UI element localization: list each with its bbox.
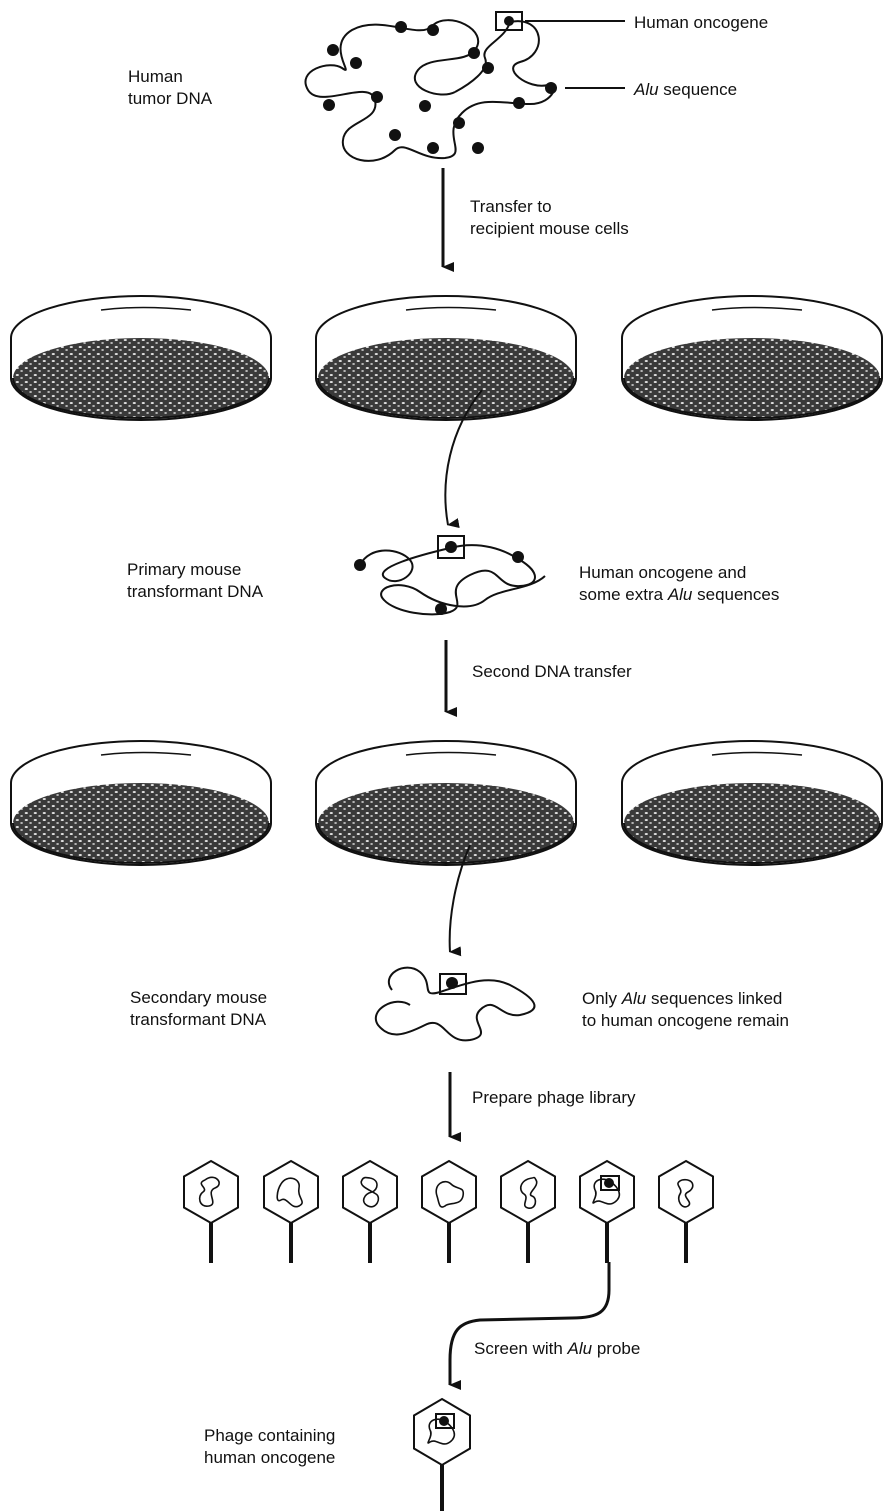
alu-dot-icon — [604, 1178, 614, 1188]
label-oncogene-extra-alu: Human oncogene and some extra Alu sequen… — [579, 562, 779, 606]
selected-phage-icon — [414, 1399, 470, 1511]
alu-dot-icon — [446, 977, 458, 989]
petri-dish-icon — [622, 296, 882, 420]
label-alu-sequence: Alu sequence — [634, 79, 737, 101]
label-human-tumor-dna: Human tumor DNA — [128, 66, 212, 110]
petri-dish-icon — [316, 296, 576, 420]
human-tumor-dna-strand-icon — [305, 12, 625, 161]
label-prepare-library: Prepare phage library — [472, 1087, 635, 1109]
phage-icon — [422, 1161, 476, 1263]
phage-library — [184, 1161, 713, 1263]
label-primary-transformant: Primary mouse transformant DNA — [127, 559, 263, 603]
petri-dish-icon — [622, 741, 882, 865]
phage-icon — [264, 1161, 318, 1263]
label-secondary-transformant: Secondary mouse transformant DNA — [130, 987, 267, 1031]
arrow-icon — [450, 1262, 609, 1385]
phage-icon — [501, 1161, 555, 1263]
label-second-transfer: Second DNA transfer — [472, 661, 632, 683]
alu-dot-icon — [445, 541, 457, 553]
petri-dish-icon — [11, 296, 271, 420]
phage-icon — [659, 1161, 713, 1263]
petri-dish-icon — [11, 741, 271, 865]
label-transfer-to-recipient: Transfer to recipient mouse cells — [470, 196, 629, 240]
label-screen-probe: Screen with Alu probe — [474, 1338, 640, 1360]
alu-dot-icon — [512, 551, 524, 563]
alu-dot-icon — [323, 16, 557, 154]
alu-dot-icon — [354, 559, 366, 571]
label-human-oncogene: Human oncogene — [634, 12, 768, 34]
phage-icon — [184, 1161, 238, 1263]
primary-transformant-dna-strand-icon — [354, 536, 545, 615]
alu-dot-icon — [439, 1416, 449, 1426]
petri-dish-icon — [316, 741, 576, 865]
label-phage-with-oncogene: Phage containing human oncogene — [204, 1425, 335, 1469]
secondary-transformant-dna-strand-icon — [376, 968, 535, 1041]
alu-dot-icon — [435, 603, 447, 615]
phage-icon — [580, 1161, 634, 1263]
phage-icon — [343, 1161, 397, 1263]
label-only-alu-linked: Only Alu sequences linked to human oncog… — [582, 988, 789, 1032]
